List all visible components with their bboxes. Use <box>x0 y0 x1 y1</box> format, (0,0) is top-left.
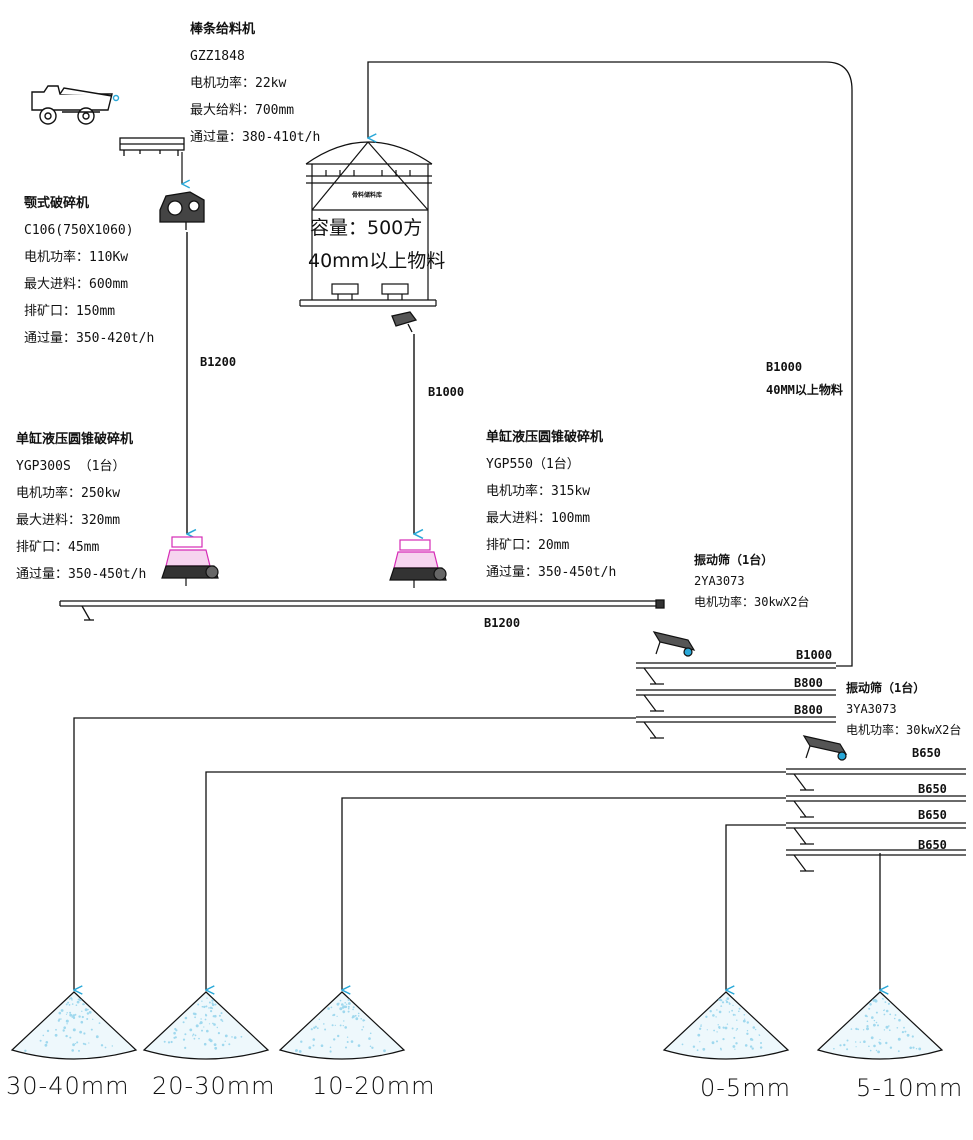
stockpile-1 <box>142 991 270 1060</box>
screen-2-icon <box>802 735 848 761</box>
cone1-line: YGP300S （1台） <box>16 459 126 474</box>
belt-label: B1000 <box>428 385 465 399</box>
cone2-title: 单缸液压圆锥破碎机 <box>486 430 604 445</box>
stockpile-2 <box>278 991 406 1060</box>
belt-label: B650 <box>918 782 947 796</box>
belt-label: B1200 <box>200 355 237 369</box>
feeder-line: 最大给料：700mm <box>190 103 295 118</box>
cone1-line: 通过量：350-450t/h <box>16 567 147 582</box>
cone1-spec: 单缸液压圆锥破碎机 YGP300S （1台） 电机功率：250kw 最大进料：3… <box>16 426 146 588</box>
screen2-line: 电机功率：30kwX2台 <box>846 723 962 737</box>
screen1-spec: 振动筛（1台） 2YA3073 电机功率：30kwX2台 <box>694 550 809 613</box>
belt-to-pile-20-30 <box>206 771 786 990</box>
cone2-line: 排矿口：20mm <box>486 538 570 553</box>
cone1-line: 最大进料：320mm <box>16 513 121 528</box>
feeder-line: GZZ1848 <box>190 49 245 64</box>
silo-capacity: 容量：500方 <box>310 217 423 239</box>
screen2-line: 3YA3073 <box>846 702 897 716</box>
cone2-spec: 单缸液压圆锥破碎机 YGP550（1台） 电机功率：315kw 最大进料：100… <box>486 424 616 586</box>
stockpile-0 <box>10 991 138 1060</box>
screen1-title: 振动筛（1台） <box>694 553 774 567</box>
belt-to-pile-30-40 <box>74 717 636 990</box>
stockpiles <box>10 991 944 1060</box>
jaw-spec: 颚式破碎机 C106(750X1060) 电机功率：110Kw 最大进料：600… <box>24 190 154 352</box>
screen1-line: 电机功率：30kwX2台 <box>694 595 810 609</box>
belt-label: B1000 <box>796 648 833 662</box>
cone2-line: 最大进料：100mm <box>486 511 591 526</box>
belt-to-pile-0-5 <box>726 824 786 990</box>
belt-to-pile-10-20 <box>342 797 786 990</box>
screen1-belts <box>636 662 836 739</box>
cone-crusher-1-icon <box>161 536 219 586</box>
cone1-line: 电机功率：250kw <box>16 486 121 501</box>
grizzly-feeder-icon <box>119 137 185 156</box>
cone1-title: 单缸液压圆锥破碎机 <box>16 432 134 447</box>
pile-label: 30-40mm <box>6 1072 130 1100</box>
jaw-line: 电机功率：110Kw <box>24 250 129 265</box>
jaw-crusher-icon <box>159 191 205 230</box>
jaw-line: 最大进料：600mm <box>24 277 129 292</box>
belt-label: B650 <box>918 838 947 852</box>
feeder-line: 电机功率：22kw <box>190 76 287 91</box>
belt-label: B1200 <box>484 616 521 630</box>
belt-label: B650 <box>912 746 941 760</box>
screen-1-icon <box>652 631 696 657</box>
screen1-line: 2YA3073 <box>694 574 745 588</box>
jaw-title: 颚式破碎机 <box>24 196 90 211</box>
jaw-line: 通过量：350-420t/h <box>24 331 155 346</box>
cone2-line: YGP550（1台） <box>486 457 580 472</box>
screen2-belts <box>786 768 966 872</box>
jaw-line: 排矿口：150mm <box>24 304 116 319</box>
silo-feeder-icon <box>391 311 418 333</box>
pile-label: 20-30mm <box>152 1072 276 1100</box>
pile-label: 5-10mm <box>856 1074 964 1102</box>
stockpile-4 <box>816 991 944 1060</box>
jaw-line: C106(750X1060) <box>24 223 134 238</box>
belt-label: B1000 <box>766 360 803 374</box>
dump-truck-icon <box>31 85 120 125</box>
screen2-spec: 振动筛（1台） 3YA3073 电机功率：30kwX2台 <box>846 678 961 741</box>
cone-crusher-2-icon <box>389 539 447 588</box>
screen2-title: 振动筛（1台） <box>846 681 926 695</box>
feeder-title: 棒条给料机 <box>190 22 256 37</box>
cone2-line: 通过量：350-450t/h <box>486 565 617 580</box>
belt-label: B800 <box>794 703 823 717</box>
feeder-line: 通过量：380-410t/h <box>190 130 321 145</box>
pile-label: 10-20mm <box>312 1072 436 1100</box>
pile-label: 0-5mm <box>700 1074 791 1102</box>
stockpile-3 <box>662 991 790 1060</box>
belt-label: B650 <box>918 808 947 822</box>
feeder-spec: 棒条给料机 GZZ1848 电机功率：22kw 最大给料：700mm 通过量：3… <box>190 16 320 151</box>
cone1-line: 排矿口：45mm <box>16 540 100 555</box>
belt-note: 40MM以上物料 <box>766 383 843 397</box>
silo-tag: 骨料储料库 <box>352 192 383 199</box>
silo-material: 40mm以上物料 <box>308 250 446 272</box>
main-conveyor-belt <box>59 599 665 621</box>
belt-label: B800 <box>794 676 823 690</box>
cone2-line: 电机功率：315kw <box>486 484 591 499</box>
belt-return-to-silo <box>368 61 853 667</box>
